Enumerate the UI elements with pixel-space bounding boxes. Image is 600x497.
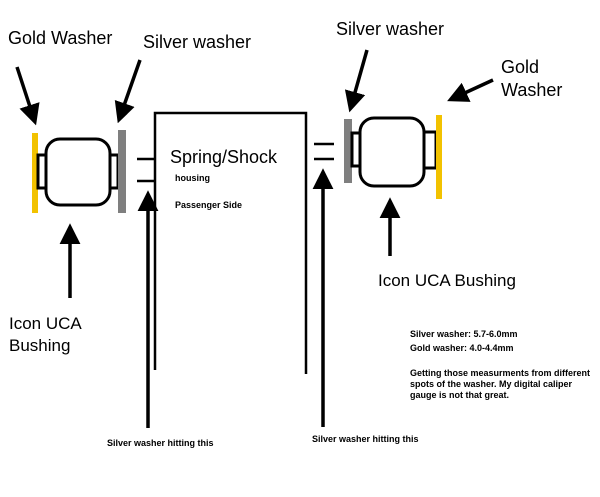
arrow-icon bbox=[114, 59, 142, 124]
left-bushing-collar-inner bbox=[108, 153, 120, 190]
label-hitting-right: Silver washer hitting this bbox=[312, 434, 419, 444]
right-gold-washer bbox=[436, 115, 442, 199]
left-gold-washer bbox=[32, 133, 38, 213]
label-bushing-left-2: Bushing bbox=[9, 336, 71, 355]
label-passenger-side: Passenger Side bbox=[175, 200, 243, 210]
label-bushing-left-1: Icon UCA bbox=[9, 314, 82, 333]
note-comment: Getting those measurments from different… bbox=[410, 368, 591, 400]
left-silver-washer bbox=[118, 130, 126, 213]
right-bushing-body bbox=[358, 116, 426, 188]
arrow-icon bbox=[15, 66, 40, 126]
note-silver-measure: Silver washer: 5.7-6.0mm bbox=[410, 329, 518, 339]
label-hitting-left: Silver washer hitting this bbox=[107, 438, 214, 448]
right-bushing-collar bbox=[422, 130, 438, 170]
left-bushing-assembly bbox=[32, 130, 155, 213]
label-gold-washer-right-2: Washer bbox=[501, 80, 563, 100]
right-bushing-assembly bbox=[314, 115, 442, 199]
arrow-icon bbox=[447, 78, 494, 102]
label-bushing-right: Icon UCA Bushing bbox=[378, 271, 516, 290]
spring-shock-housing bbox=[153, 111, 308, 374]
label-housing-sub: housing bbox=[175, 173, 210, 183]
right-silver-washer bbox=[344, 119, 352, 183]
label-gold-washer-right-1: Gold bbox=[501, 57, 540, 77]
label-silver-washer-right: Silver washer bbox=[336, 19, 445, 39]
label-housing-title: Spring/Shock bbox=[170, 147, 278, 167]
label-gold-washer-left: Gold Washer bbox=[8, 28, 113, 48]
note-gold-measure: Gold washer: 4.0-4.4mm bbox=[410, 343, 514, 353]
label-silver-washer-left: Silver washer bbox=[143, 32, 252, 52]
left-bushing-body bbox=[44, 137, 112, 207]
arrows bbox=[15, 49, 494, 428]
arrow-icon bbox=[344, 49, 369, 113]
